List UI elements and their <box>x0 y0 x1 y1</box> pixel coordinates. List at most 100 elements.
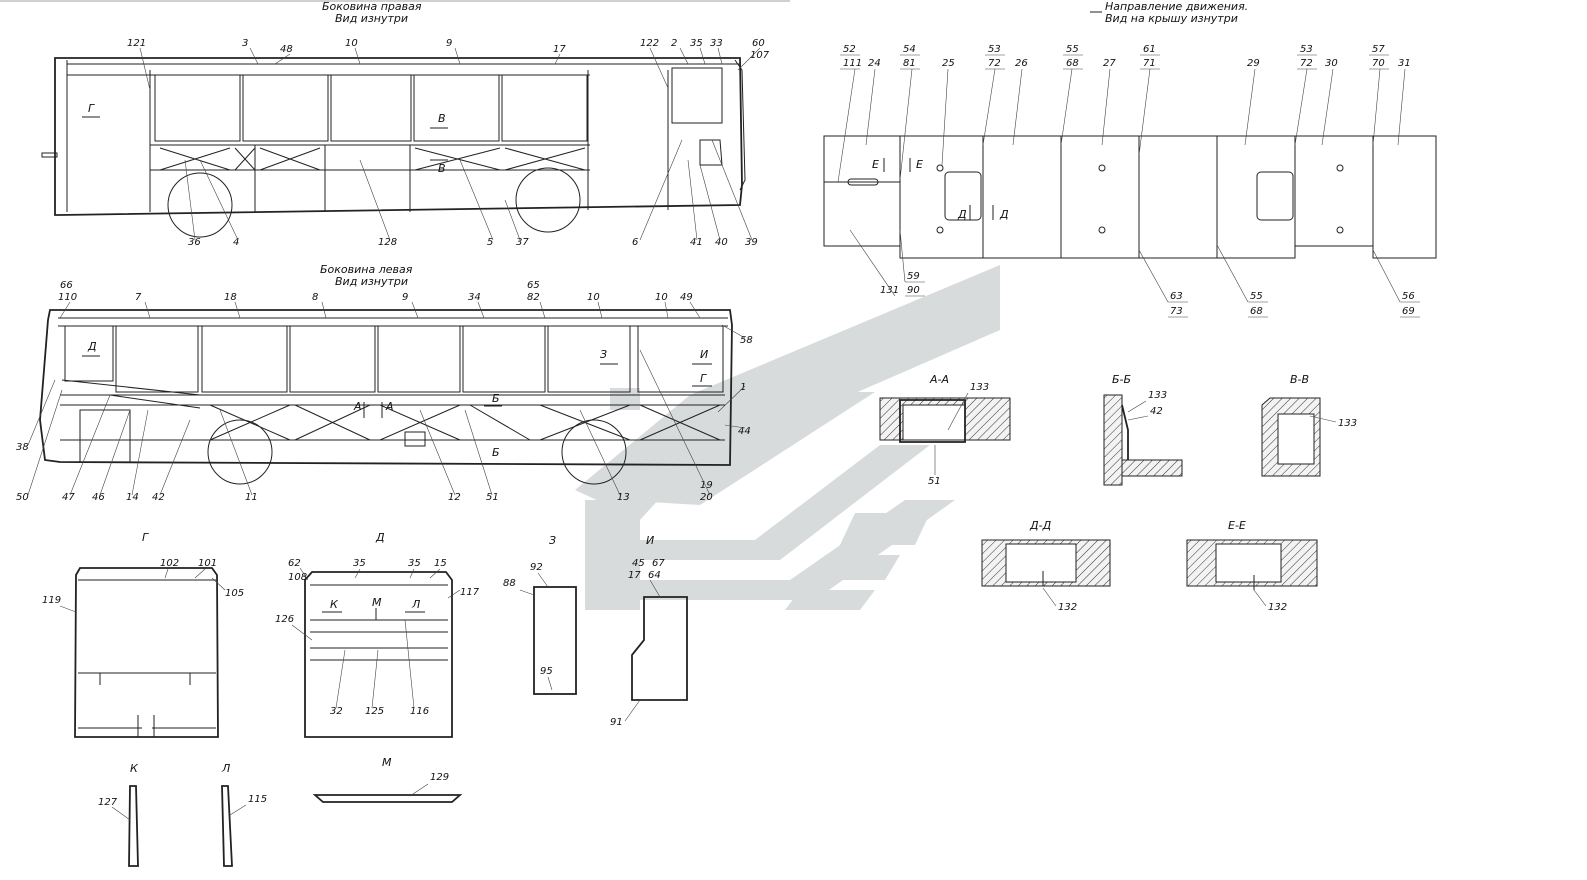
svg-text:45: 45 <box>632 558 645 569</box>
svg-text:12: 12 <box>448 492 461 503</box>
svg-text:110: 110 <box>58 292 77 303</box>
svg-text:67: 67 <box>652 558 665 569</box>
left-side-subcaption: Вид изнутри <box>335 275 408 288</box>
svg-text:Б-Б: Б-Б <box>1112 373 1131 386</box>
svg-text:50: 50 <box>16 492 29 503</box>
view-mark-z: З <box>600 348 607 361</box>
svg-text:90: 90 <box>907 285 920 296</box>
roof-labels-bottom: 131 59 90 63 73 55 68 56 69 <box>880 271 1415 317</box>
svg-text:127: 127 <box>98 797 118 808</box>
svg-text:115: 115 <box>248 794 267 805</box>
section-dd: Д-Д 132 <box>981 519 1111 613</box>
svg-text:102: 102 <box>160 558 179 569</box>
svg-text:129: 129 <box>430 772 449 783</box>
svg-text:121: 121 <box>127 38 146 49</box>
svg-text:10: 10 <box>587 292 600 303</box>
view-g: Г 102 101 105 119 <box>42 531 244 738</box>
svg-text:6: 6 <box>632 237 638 248</box>
svg-text:41: 41 <box>690 237 703 248</box>
svg-text:91: 91 <box>610 717 623 728</box>
svg-text:К: К <box>130 762 139 775</box>
svg-text:Д-Д: Д-Д <box>1029 519 1052 532</box>
svg-text:35: 35 <box>408 558 421 569</box>
view-mark-d3: Д <box>999 208 1009 221</box>
view-mark-g: Г <box>88 102 95 115</box>
direction-caption: Направление движения. <box>1105 0 1248 13</box>
svg-text:132: 132 <box>1268 602 1287 613</box>
svg-text:125: 125 <box>365 706 384 717</box>
view-mark-b2: Б <box>492 446 500 459</box>
view-mark-b: Б <box>492 392 500 405</box>
svg-text:30: 30 <box>1325 58 1338 69</box>
svg-text:48: 48 <box>280 44 293 55</box>
svg-text:9: 9 <box>402 292 408 303</box>
view-d: Д К М Л 62 108 35 35 15 117 126 32 125 1… <box>275 531 480 738</box>
svg-text:14: 14 <box>126 492 139 503</box>
svg-text:55: 55 <box>1066 44 1079 55</box>
svg-text:35: 35 <box>690 38 703 49</box>
svg-text:36: 36 <box>188 237 201 248</box>
view-mark-g2: Г <box>700 372 707 385</box>
right-side-view: Боковина правая Вид изнутри Г В <box>41 0 770 248</box>
svg-text:57: 57 <box>1372 44 1385 55</box>
svg-text:10: 10 <box>345 38 358 49</box>
view-mark-v: В <box>438 112 446 125</box>
view-l: Л 115 <box>221 762 267 867</box>
svg-text:107: 107 <box>750 50 770 61</box>
svg-text:69: 69 <box>1402 306 1415 317</box>
svg-text:82: 82 <box>527 292 540 303</box>
right-side-caption: Боковина правая <box>322 0 422 13</box>
svg-text:133: 133 <box>970 382 989 393</box>
view-mark-l: Л <box>411 598 420 611</box>
svg-text:З: З <box>549 534 556 547</box>
svg-text:128: 128 <box>378 237 397 248</box>
svg-text:59: 59 <box>907 271 920 282</box>
view-mark-d2: Д <box>957 208 967 221</box>
view-mark-m: М <box>372 596 382 609</box>
svg-text:17: 17 <box>553 44 566 55</box>
svg-text:131: 131 <box>880 285 899 296</box>
svg-text:31: 31 <box>1398 58 1411 69</box>
view-mark-a2: А <box>385 400 394 413</box>
view-mark-d: Д <box>87 340 97 353</box>
left-side-caption: Боковина левая <box>320 263 413 276</box>
svg-text:49: 49 <box>680 292 693 303</box>
svg-text:73: 73 <box>1170 306 1183 317</box>
svg-text:34: 34 <box>468 292 481 303</box>
svg-text:51: 51 <box>486 492 499 503</box>
svg-text:39: 39 <box>745 237 758 248</box>
svg-text:72: 72 <box>988 58 1001 69</box>
svg-text:92: 92 <box>530 562 543 573</box>
svg-text:72: 72 <box>1300 58 1313 69</box>
view-z: З 92 88 95 <box>503 534 577 695</box>
svg-text:61: 61 <box>1143 44 1156 55</box>
svg-text:55: 55 <box>1250 291 1263 302</box>
section-vv: В-В 133 <box>1261 373 1357 477</box>
svg-text:116: 116 <box>410 706 429 717</box>
svg-text:40: 40 <box>715 237 728 248</box>
svg-text:20: 20 <box>700 492 713 503</box>
svg-text:М: М <box>382 756 392 769</box>
svg-text:71: 71 <box>1143 58 1156 69</box>
svg-text:42: 42 <box>152 492 165 503</box>
svg-text:29: 29 <box>1247 58 1260 69</box>
svg-text:24: 24 <box>868 58 881 69</box>
svg-text:126: 126 <box>275 614 294 625</box>
svg-text:А-А: А-А <box>929 373 949 386</box>
svg-text:60: 60 <box>752 38 765 49</box>
svg-text:13: 13 <box>617 492 630 503</box>
view-mark-v2: В <box>438 162 446 175</box>
section-aa: А-А 133 51 <box>879 373 1011 487</box>
svg-text:46: 46 <box>92 492 105 503</box>
svg-text:Л: Л <box>221 762 230 775</box>
svg-text:18: 18 <box>224 292 237 303</box>
svg-text:51: 51 <box>928 476 941 487</box>
svg-text:53: 53 <box>988 44 1001 55</box>
svg-text:68: 68 <box>1066 58 1079 69</box>
svg-text:26: 26 <box>1015 58 1028 69</box>
svg-text:42: 42 <box>1150 406 1163 417</box>
svg-text:52: 52 <box>843 44 856 55</box>
svg-text:19: 19 <box>700 480 713 491</box>
svg-text:132: 132 <box>1058 602 1077 613</box>
